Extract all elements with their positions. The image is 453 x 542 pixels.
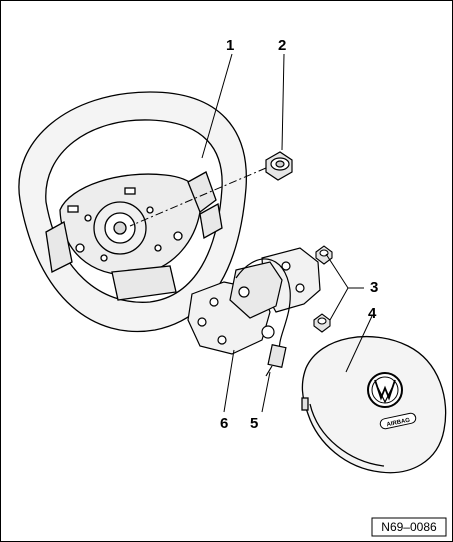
vw-logo bbox=[367, 372, 403, 408]
leader-4 bbox=[345, 315, 373, 373]
reference-code: N69–0086 bbox=[381, 520, 437, 534]
airbag-connector bbox=[265, 341, 287, 377]
leader-lines bbox=[201, 53, 373, 413]
leader-2 bbox=[281, 53, 285, 151]
screw-upper bbox=[315, 245, 333, 265]
callout-5: 5 bbox=[250, 415, 258, 432]
assembly-axis-line bbox=[129, 167, 267, 227]
screw-lower bbox=[313, 313, 331, 333]
callout-1: 1 bbox=[226, 37, 234, 54]
callout-4: 4 bbox=[368, 305, 377, 322]
callout-2: 2 bbox=[278, 37, 286, 54]
leader-6 bbox=[223, 349, 235, 413]
reference-code-box: N69–0086 bbox=[371, 517, 447, 537]
leader-1 bbox=[201, 53, 233, 159]
airbag-bracket bbox=[187, 247, 321, 355]
steering-wheel bbox=[18, 91, 247, 333]
center-bolt bbox=[265, 151, 293, 181]
callout-3: 3 bbox=[370, 279, 378, 296]
airbag-badge-text: AIRBAG bbox=[386, 417, 411, 428]
callout-6: 6 bbox=[220, 415, 228, 432]
leader-3 bbox=[325, 253, 349, 321]
leader-5 bbox=[261, 371, 271, 413]
airbag-unit: AIRBAG bbox=[301, 335, 447, 474]
airbag-badge: AIRBAG bbox=[379, 412, 417, 430]
